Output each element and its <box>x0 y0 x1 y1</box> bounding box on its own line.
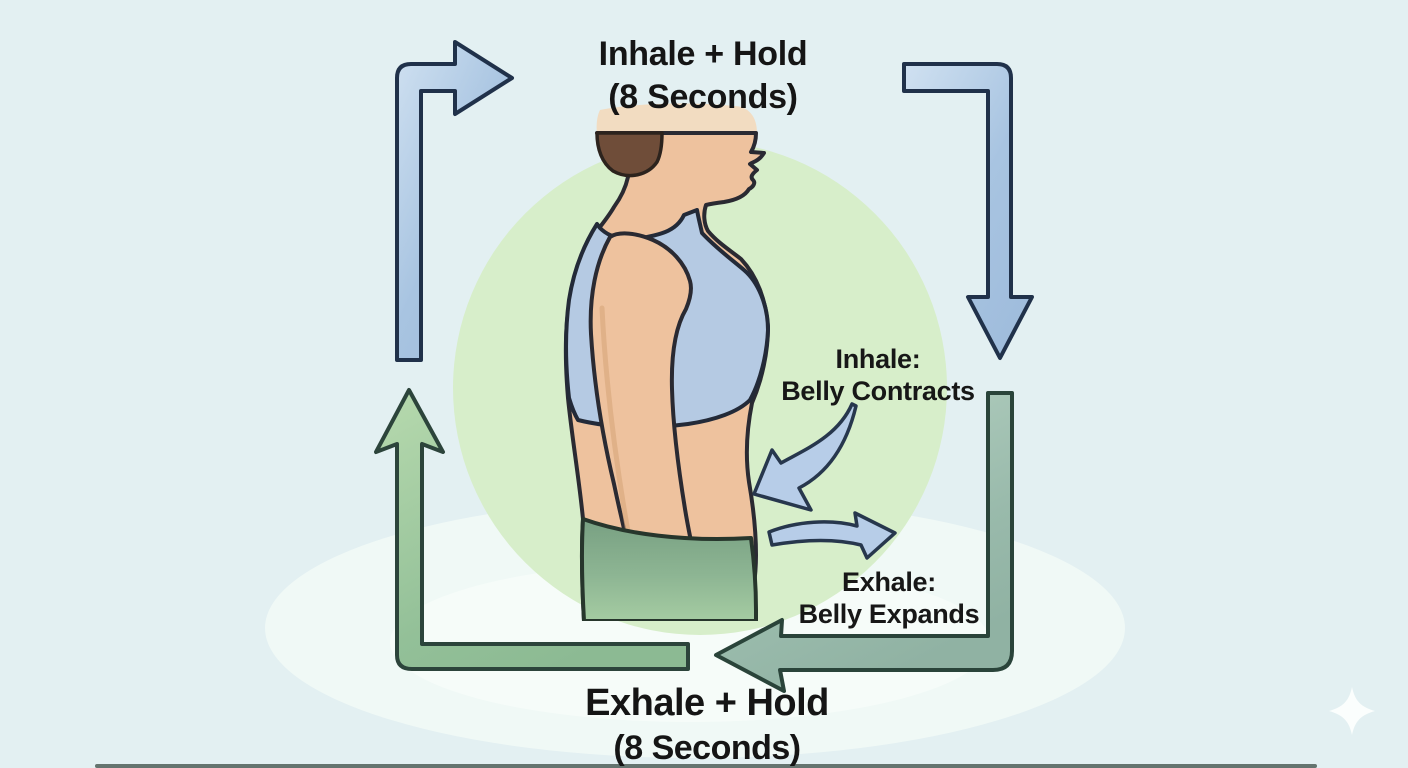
bottom-caption: Exhale + Hold (8 Seconds) <box>585 681 829 768</box>
exhale-note-line1: Exhale: <box>842 567 936 597</box>
inhale-note: Inhale: Belly Contracts <box>781 343 975 407</box>
person-head-fade <box>596 103 757 134</box>
cycle-arrow-bottom-left-icon <box>714 391 1014 693</box>
floor-glow-inner <box>390 562 990 722</box>
top-caption-line2: (8 Seconds) <box>608 78 798 116</box>
top-caption: Inhale + Hold (8 Seconds) <box>599 33 808 119</box>
inhale-note-line1: Inhale: <box>835 344 921 374</box>
sparkle-icon <box>1329 687 1375 735</box>
person-arm <box>588 231 710 621</box>
person-leggings <box>579 517 758 621</box>
inhale-curved-arrow-icon <box>752 402 858 512</box>
person-figure <box>563 103 770 621</box>
bottom-caption-line2: (8 Seconds) <box>613 729 801 767</box>
top-caption-line1: Inhale + Hold <box>598 35 808 73</box>
exhale-note: Exhale: Belly Expands <box>799 566 980 630</box>
inhale-note-line2: Belly Contracts <box>781 376 975 406</box>
bottom-caption-line1: Exhale + Hold <box>585 682 829 724</box>
cycle-arrow-top-left-icon <box>395 40 514 362</box>
cycle-arrow-left-up-icon <box>374 388 690 671</box>
exhale-note-line2: Belly Expands <box>798 599 980 629</box>
cycle-arrow-top-right-icon <box>902 62 1034 360</box>
person-hair <box>595 131 664 178</box>
exhale-curved-arrow-icon <box>767 511 897 560</box>
bottom-edge-strip <box>95 764 1317 768</box>
